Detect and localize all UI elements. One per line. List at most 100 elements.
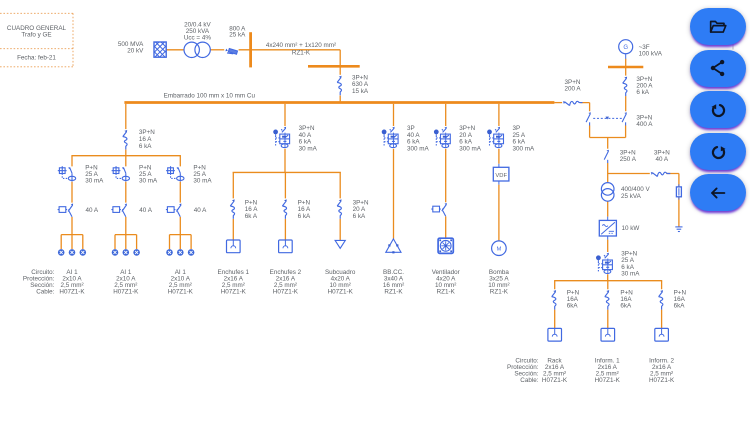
svg-text:2,5 mm²: 2,5 mm²: [543, 370, 566, 377]
svg-text:2,5 mm²: 2,5 mm²: [169, 282, 192, 289]
svg-text:2,5 mm²: 2,5 mm²: [274, 282, 297, 289]
svg-text:3P+N: 3P+N: [636, 115, 652, 122]
svg-text:RZ1-K: RZ1-K: [384, 288, 403, 295]
svg-text:25 A: 25 A: [621, 257, 634, 264]
svg-text:30 mA: 30 mA: [85, 178, 104, 185]
svg-text:2x16 A: 2x16 A: [224, 275, 244, 282]
svg-text:6kA: 6kA: [620, 303, 632, 310]
svg-text:Ucc = 4%: Ucc = 4%: [184, 35, 212, 42]
svg-text:40 A: 40 A: [655, 156, 668, 163]
svg-text:25 A: 25 A: [139, 171, 152, 178]
svg-text:25 A: 25 A: [193, 171, 206, 178]
svg-text:30 mA: 30 mA: [621, 271, 640, 278]
svg-text:3P+N: 3P+N: [636, 76, 652, 83]
svg-text:15 kA: 15 kA: [352, 88, 369, 95]
svg-text:H07Z1-K: H07Z1-K: [595, 377, 621, 384]
svg-text:16 A: 16 A: [139, 136, 152, 143]
svg-text:2x16 A: 2x16 A: [545, 364, 565, 371]
svg-text:6 kA: 6 kA: [459, 139, 472, 146]
svg-text:40 A: 40 A: [299, 132, 312, 139]
svg-text:30 mA: 30 mA: [139, 178, 158, 185]
svg-text:4x20 A: 4x20 A: [331, 275, 351, 282]
svg-text:6 kA: 6 kA: [636, 89, 649, 96]
svg-text:3P: 3P: [513, 125, 521, 132]
svg-text:25 A: 25 A: [85, 171, 98, 178]
svg-text:Bomba: Bomba: [489, 269, 509, 276]
svg-text:500 MVA: 500 MVA: [118, 41, 144, 48]
svg-text:P+N: P+N: [298, 199, 311, 206]
svg-text:2,5 mm²: 2,5 mm²: [650, 370, 673, 377]
svg-text:Trafo y GE: Trafo y GE: [21, 32, 51, 39]
svg-text:3P+N: 3P+N: [139, 129, 155, 136]
svg-text:300 mA: 300 mA: [459, 145, 482, 152]
svg-text:250 A: 250 A: [620, 156, 637, 163]
svg-text:16A: 16A: [674, 296, 686, 303]
svg-text:300 mA: 300 mA: [407, 145, 430, 152]
svg-text:Sección:: Sección:: [514, 370, 538, 377]
svg-text:AI 1: AI 1: [120, 269, 132, 276]
svg-text:16A: 16A: [567, 296, 579, 303]
svg-text:630 A: 630 A: [352, 81, 369, 88]
svg-text:40 A: 40 A: [139, 207, 152, 214]
svg-text:20 A: 20 A: [459, 132, 472, 139]
svg-text:Enchufes 2: Enchufes 2: [270, 269, 302, 276]
svg-text:6kA: 6kA: [567, 303, 579, 310]
svg-text:16A: 16A: [620, 296, 632, 303]
svg-text:16 A: 16 A: [245, 206, 258, 213]
svg-text:20 kV: 20 kV: [127, 47, 144, 54]
svg-text:P+N: P+N: [567, 289, 580, 296]
svg-text:AI 1: AI 1: [175, 269, 187, 276]
svg-text:Cable:: Cable:: [520, 377, 538, 384]
svg-text:4x20 A: 4x20 A: [436, 275, 456, 282]
svg-text:CUADRO GENERAL: CUADRO GENERAL: [7, 25, 67, 32]
svg-text:20/0.4 kV: 20/0.4 kV: [184, 22, 211, 29]
svg-text:BB.CC.: BB.CC.: [383, 269, 404, 276]
svg-text:6kA: 6kA: [674, 303, 686, 310]
svg-text:2x16 A: 2x16 A: [598, 364, 618, 371]
svg-text:16 mm²: 16 mm²: [383, 282, 404, 289]
svg-text:10 mm²: 10 mm²: [488, 282, 509, 289]
svg-text:2x16 A: 2x16 A: [276, 275, 296, 282]
svg-text:2,5 mm²: 2,5 mm²: [114, 282, 137, 289]
svg-text:P+N: P+N: [85, 164, 98, 171]
svg-text:RZ1-K: RZ1-K: [437, 288, 456, 295]
svg-text:Sección:: Sección:: [30, 282, 54, 289]
svg-text:10 kW: 10 kW: [622, 225, 640, 232]
svg-text:2,5 mm²: 2,5 mm²: [596, 370, 619, 377]
svg-text:RZ1-K: RZ1-K: [490, 288, 509, 295]
svg-text:2x10 A: 2x10 A: [62, 275, 82, 282]
svg-text:30 mA: 30 mA: [299, 145, 318, 152]
svg-text:10 mm²: 10 mm²: [435, 282, 456, 289]
svg-text:~3F: ~3F: [639, 44, 650, 51]
svg-text:200 A: 200 A: [565, 86, 582, 93]
svg-text:Embarrado 100 mm x 10 mm Cu: Embarrado 100 mm x 10 mm Cu: [164, 92, 256, 99]
svg-text:25 kA: 25 kA: [229, 32, 246, 39]
svg-text:P+N: P+N: [193, 164, 206, 171]
svg-text:6 kA: 6 kA: [353, 213, 366, 220]
svg-text:250 kVA: 250 kVA: [186, 28, 210, 35]
svg-text:3P+N: 3P+N: [352, 74, 368, 81]
svg-text:P+N: P+N: [620, 289, 633, 296]
svg-text:P+N: P+N: [674, 289, 687, 296]
svg-text:40 A: 40 A: [86, 207, 99, 214]
svg-text:Protección:: Protección:: [23, 275, 55, 282]
svg-text:Inform. 2: Inform. 2: [649, 357, 674, 364]
svg-text:H07Z1-K: H07Z1-K: [542, 377, 568, 384]
svg-text:Circuito:: Circuito:: [31, 269, 54, 276]
svg-text:P+N: P+N: [245, 199, 258, 206]
svg-text:2x10 A: 2x10 A: [116, 275, 136, 282]
svg-text:Rack: Rack: [547, 357, 562, 364]
svg-text:3P+N: 3P+N: [299, 125, 315, 132]
svg-text:40 A: 40 A: [407, 132, 420, 139]
svg-text:3x40 A: 3x40 A: [384, 275, 404, 282]
svg-text:2x10 A: 2x10 A: [171, 275, 191, 282]
svg-text:6k A: 6k A: [245, 213, 258, 220]
svg-text:20 A: 20 A: [353, 206, 366, 213]
svg-text:Enchufes 1: Enchufes 1: [218, 269, 250, 276]
svg-text:H07Z1-K: H07Z1-K: [168, 288, 194, 295]
svg-text:3P+N: 3P+N: [353, 199, 369, 206]
svg-text:200 A: 200 A: [636, 82, 653, 89]
svg-text:2x16 A: 2x16 A: [652, 364, 672, 371]
svg-text:3P+N: 3P+N: [459, 125, 475, 132]
svg-text:H07Z1-K: H07Z1-K: [59, 288, 85, 295]
